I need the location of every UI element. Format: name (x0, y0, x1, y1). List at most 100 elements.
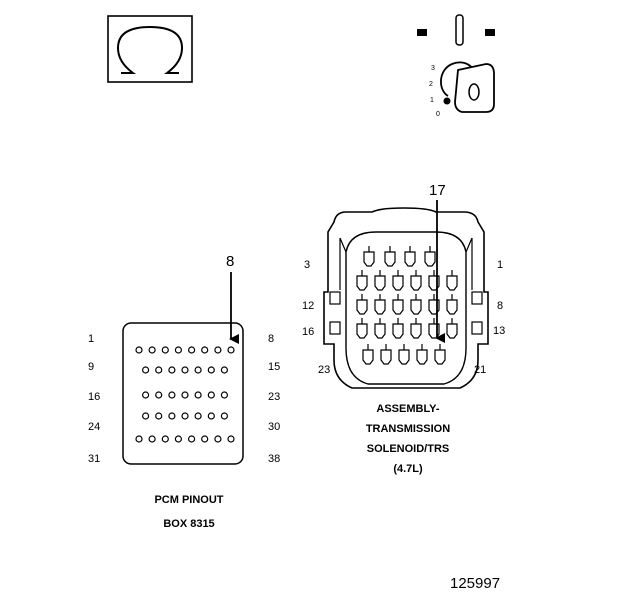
connector-terminal (362, 344, 374, 365)
ignition-pos-2: 2 (429, 81, 433, 88)
pcm-pin (207, 391, 215, 399)
pcm-pin (227, 346, 235, 354)
pcm-caption-line1: PCM PINOUT (154, 494, 223, 506)
connector-label-1: 1 (497, 259, 503, 271)
pcm-pin (168, 391, 176, 399)
connector-callout-label: 17 (429, 182, 446, 199)
pcm-pin (168, 412, 176, 420)
pcm-pinout-box (122, 322, 244, 465)
connector-caption-line3: SOLENOID/TRS (367, 443, 450, 455)
connector-terminal (434, 344, 446, 365)
pcm-pinout: 8 1 9 16 24 31 8 15 23 30 38 PCM PINOUT … (88, 253, 280, 530)
pcm-row1-left-label: 1 (88, 333, 94, 345)
connector-terminal (428, 294, 440, 315)
connector-terminal (410, 294, 422, 315)
connector-label-21: 21 (474, 364, 486, 376)
connector-terminal (356, 294, 368, 315)
connector-terminal (356, 270, 368, 291)
connector-terminal (446, 318, 458, 339)
pcm-row5-left-label: 31 (88, 453, 100, 465)
ignition-slot-icon (455, 14, 464, 46)
pcm-row1-right-label: 8 (268, 333, 274, 345)
pcm-pin (207, 412, 215, 420)
connector-caption-line4: (4.7L) (393, 463, 423, 475)
pcm-row4-right-label: 30 (268, 421, 280, 433)
key-hole-icon (468, 83, 480, 101)
pcm-pin (181, 412, 189, 420)
connector-terminal (424, 246, 436, 267)
connector-terminal-grid (356, 246, 458, 365)
pcm-row4-left-label: 24 (88, 421, 100, 433)
pcm-pin (201, 435, 209, 443)
connector-terminal (392, 270, 404, 291)
figure-number: 125997 (450, 575, 500, 592)
pcm-pin-grid (135, 346, 235, 443)
connector-label-23: 23 (318, 364, 330, 376)
pcm-pin (174, 435, 182, 443)
pcm-pin (188, 346, 196, 354)
connector-terminal (428, 270, 440, 291)
pcm-pin (227, 435, 235, 443)
connector-label-8: 8 (497, 300, 503, 312)
ignition-mark-left (417, 29, 427, 36)
pcm-row3-right-label: 23 (268, 391, 280, 403)
key-pivot-icon (443, 97, 451, 105)
pcm-pin (194, 391, 202, 399)
pcm-pin (135, 346, 143, 354)
connector-caption-line2: TRANSMISSION (366, 423, 450, 435)
connector-left-rib-upper (329, 291, 341, 305)
pcm-row5-right-label: 38 (268, 453, 280, 465)
pcm-row2-right-label: 15 (268, 361, 280, 373)
pcm-pin (155, 366, 163, 374)
pcm-pin (142, 412, 150, 420)
connector-shell (323, 207, 489, 389)
connector-terminal (384, 246, 396, 267)
pcm-pin (148, 346, 156, 354)
pcm-pin (155, 412, 163, 420)
ignition-mark-right (485, 29, 495, 36)
pcm-callout-label: 8 (226, 253, 234, 270)
connector-terminal (392, 294, 404, 315)
key-head-icon (454, 63, 495, 113)
connector-caption-line1: ASSEMBLY- (376, 403, 440, 415)
connector-terminal (374, 294, 386, 315)
pcm-pin (194, 366, 202, 374)
connector-terminal (446, 270, 458, 291)
connector-latch-lines (339, 237, 473, 290)
pcm-pin (168, 366, 176, 374)
ignition-pos-3: 3 (431, 65, 435, 72)
connector-terminal (392, 318, 404, 339)
ignition-pos-0: 0 (436, 111, 440, 118)
pcm-pin (188, 435, 196, 443)
connector-right-rib-upper (471, 291, 483, 305)
connector-terminal (410, 270, 422, 291)
pcm-pin (161, 346, 169, 354)
connector-terminal (446, 294, 458, 315)
pcm-pin (142, 391, 150, 399)
ignition-pos-1: 1 (430, 97, 434, 104)
pcm-pin (148, 435, 156, 443)
connector-terminal (380, 344, 392, 365)
connector-terminal (374, 270, 386, 291)
connector-terminal (356, 318, 368, 339)
pcm-caption-line2: BOX 8315 (163, 518, 214, 530)
ohmmeter-symbol (107, 15, 193, 83)
connector-inner-shell (345, 231, 467, 385)
connector-right-rib-lower (471, 321, 483, 335)
connector-terminal (416, 344, 428, 365)
key-bow-icon (440, 61, 475, 97)
connector-terminal (363, 246, 375, 267)
pcm-pin (142, 366, 150, 374)
transmission-connector: 17 3 1 12 8 16 13 23 21 ASSEMBLY- TRANSM… (302, 182, 505, 475)
pcm-pin (194, 412, 202, 420)
connector-terminal (410, 318, 422, 339)
pcm-pin (207, 366, 215, 374)
pcm-pin (181, 366, 189, 374)
connector-label-16: 16 (302, 326, 314, 338)
connector-label-13: 13 (493, 325, 505, 337)
pcm-pin (220, 412, 228, 420)
connector-label-12: 12 (302, 300, 314, 312)
pcm-pin (220, 391, 228, 399)
connector-left-rib-lower (329, 321, 341, 335)
